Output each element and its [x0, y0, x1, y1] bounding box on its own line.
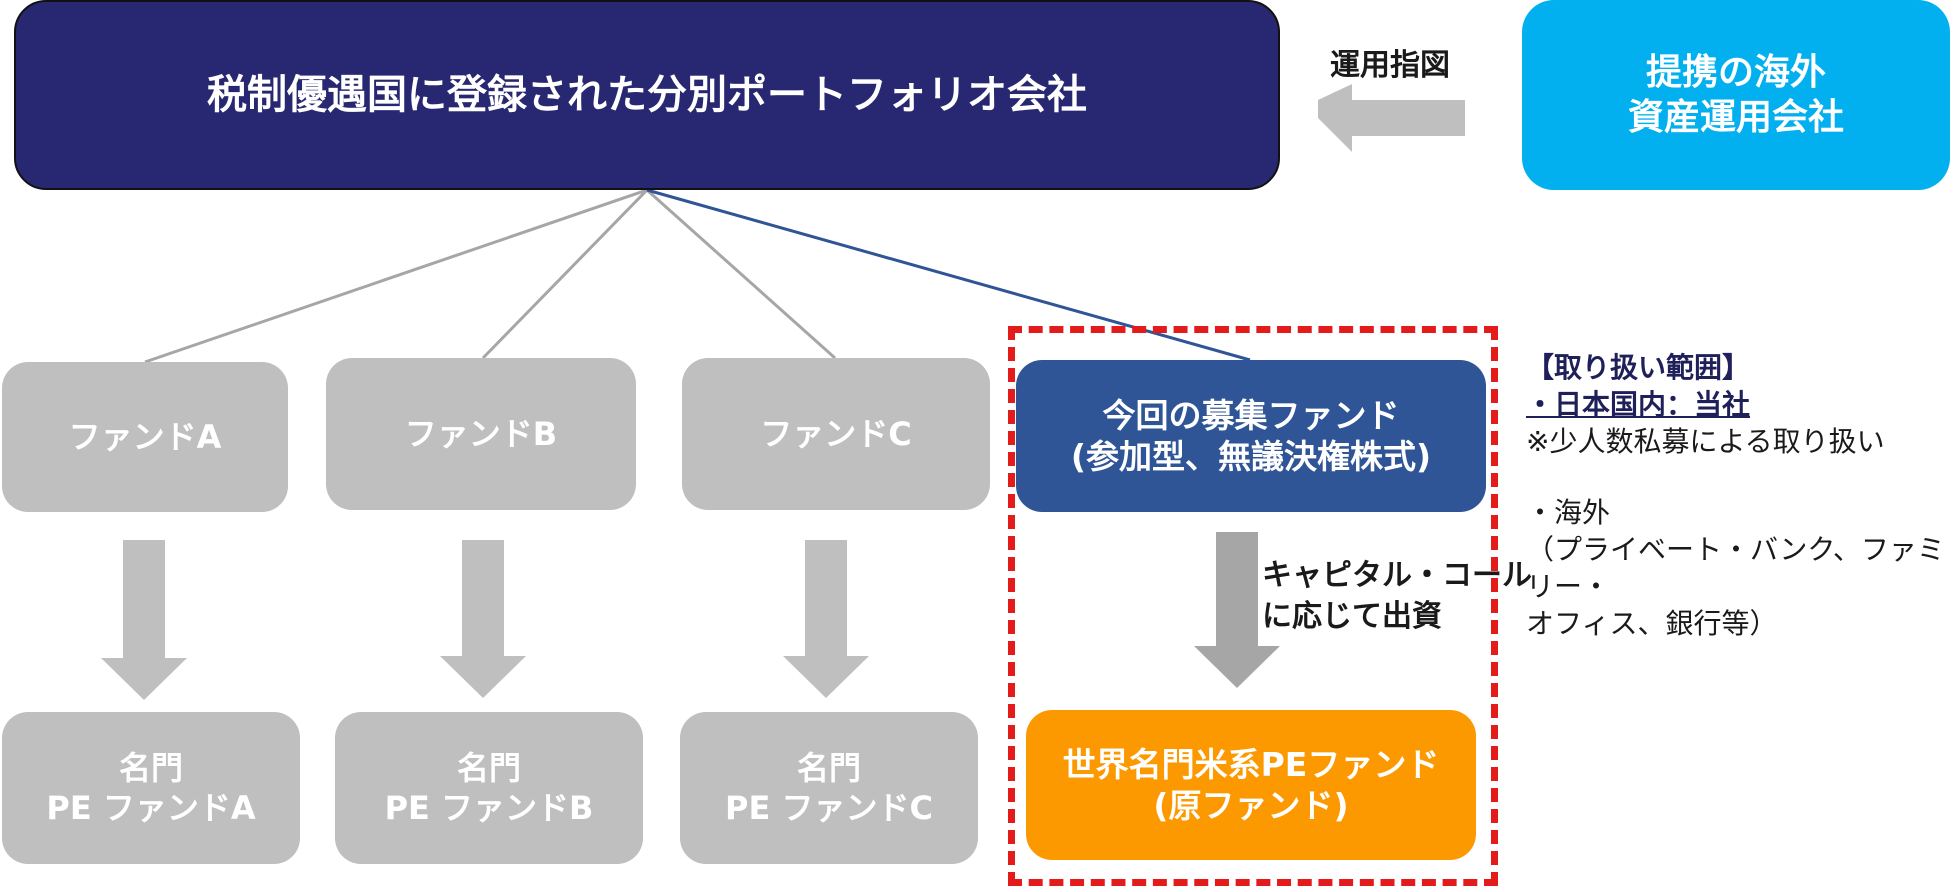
scope-note: ※少人数私募による取り扱い	[1526, 424, 1885, 458]
offering-scope-frame	[1008, 326, 1498, 886]
scope-heading: 【取り扱い範囲】	[1526, 351, 1751, 384]
fund-a-box: ファンドA	[2, 362, 288, 512]
down-arrow-c	[783, 540, 869, 698]
connector-fund-a	[144, 188, 648, 364]
connector-fund-c	[646, 188, 836, 360]
capital-call-label: キャピタル・コール に応じて出資	[1262, 556, 1532, 637]
fund-c-box: ファンドC	[682, 358, 990, 510]
pe-fund-a-line2: PE ファンドA	[46, 789, 256, 827]
pe-fund-c-box: 名門 PE ファンドC	[680, 712, 978, 864]
scope-overseas: ・海外	[1526, 495, 1611, 529]
pe-fund-b-line2: PE ファンドB	[384, 789, 594, 827]
instruction-label: 運用指図	[1330, 48, 1450, 83]
target-fund-box: 今回の募集ファンド (参加型、無議決権株式)	[1016, 360, 1486, 512]
original-fund-line1: 世界名門米系PEファンド	[1062, 744, 1440, 784]
down-arrow-b	[440, 540, 526, 698]
down-arrow-a	[101, 540, 187, 700]
partner-asset-manager-box: 提携の海外 資産運用会社	[1522, 0, 1950, 190]
original-fund-box: 世界名門米系PEファンド (原ファンド)	[1026, 710, 1476, 860]
partner-line1: 提携の海外	[1645, 52, 1826, 93]
target-fund-line2: (参加型、無議決権株式)	[1070, 437, 1432, 476]
target-fund-line1: 今回の募集ファンド	[1102, 395, 1400, 435]
original-fund-line2: (原ファンド)	[1153, 786, 1349, 825]
pe-fund-a-box: 名門 PE ファンドA	[2, 712, 300, 864]
pe-fund-b-line1: 名門	[456, 749, 521, 787]
capital-call-line2: に応じて出資	[1262, 598, 1442, 634]
partner-line2: 資産運用会社	[1627, 97, 1844, 138]
scope-overseas-detail2: オフィス、銀行等）	[1526, 606, 1778, 640]
scope-overseas-detail1: （プライベート・バンク、ファミリー・	[1526, 532, 1945, 603]
fund-c-label: ファンドC	[760, 415, 912, 453]
fund-b-label: ファンドB	[404, 415, 558, 453]
portfolio-company-title: 税制優遇国に登録された分別ポートフォリオ会社	[207, 72, 1087, 118]
handling-scope-note: 【取り扱い範囲】 ・日本国内：当社 ※少人数私募による取り扱い ・海外 （プライ…	[1526, 350, 1960, 643]
fund-a-label: ファンドA	[68, 418, 222, 456]
fund-b-box: ファンドB	[326, 358, 636, 510]
portfolio-company-box: 税制優遇国に登録された分別ポートフォリオ会社	[14, 0, 1280, 190]
capital-call-line1: キャピタル・コール	[1262, 558, 1532, 593]
instruction-arrow	[1318, 84, 1465, 152]
pe-fund-c-line1: 名門	[796, 749, 861, 787]
scope-domestic: ・日本国内：当社	[1526, 387, 1751, 421]
connector-fund-b	[481, 188, 649, 360]
down-arrow-target	[1194, 532, 1280, 688]
pe-fund-a-line1: 名門	[118, 749, 183, 787]
pe-fund-c-line2: PE ファンドC	[725, 789, 933, 827]
pe-fund-b-box: 名門 PE ファンドB	[335, 712, 643, 864]
